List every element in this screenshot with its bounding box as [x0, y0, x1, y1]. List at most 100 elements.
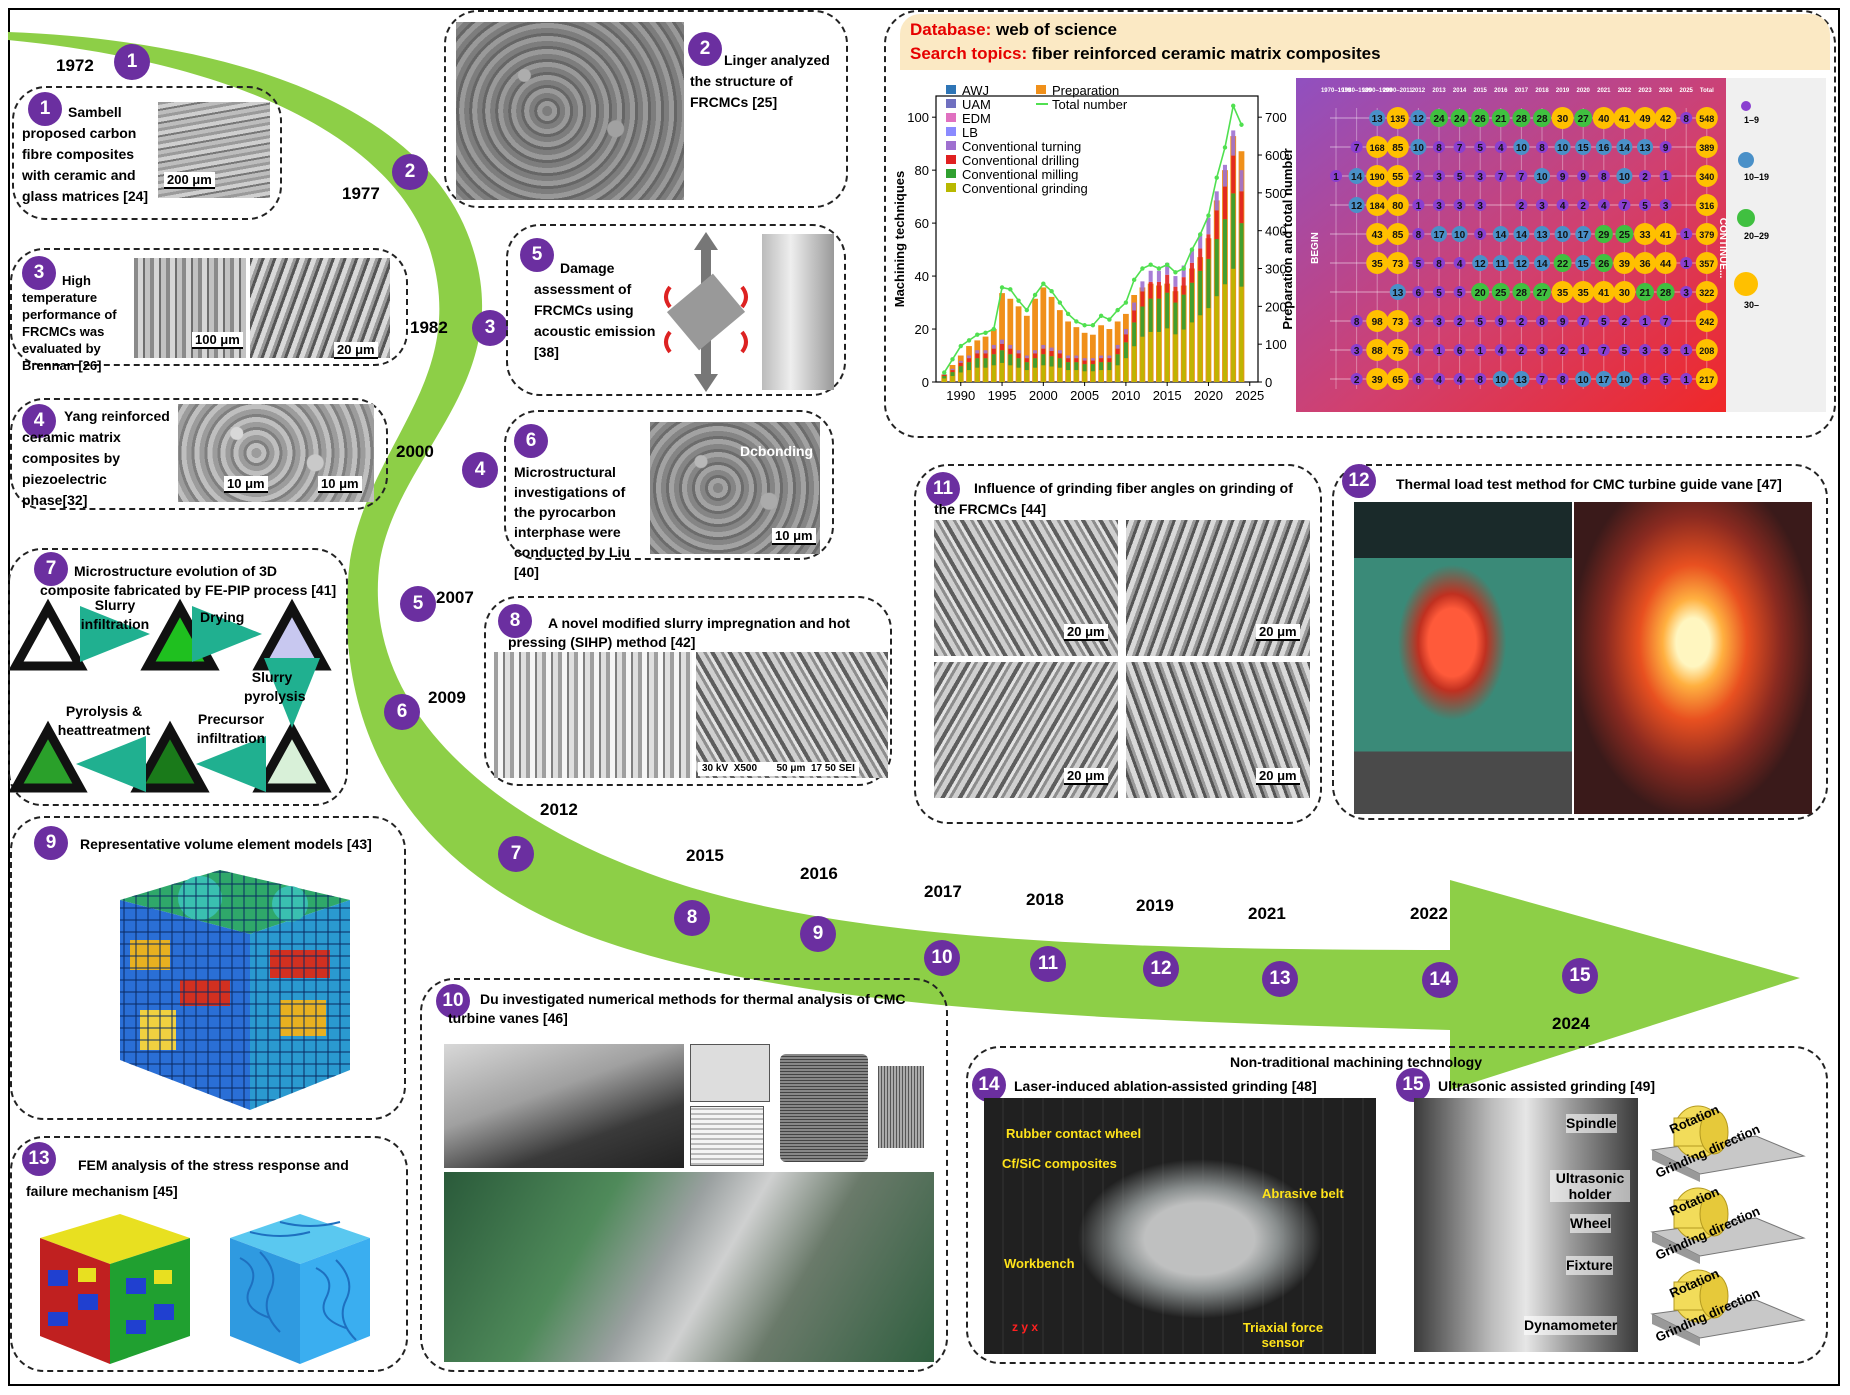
- matrix-cell-3-6: [1453, 199, 1466, 211]
- machining-bar-2010-0: [1123, 358, 1128, 382]
- machining-bar-2004-0: [1074, 370, 1079, 382]
- machining-bar-2022-2: [1222, 186, 1227, 220]
- machining-bar-2004-2: [1074, 358, 1079, 363]
- matrix-cell-2-14: [1616, 168, 1633, 184]
- timeline-year-11: 2018: [1026, 890, 1064, 909]
- panel-6-scalebar: 10 μm: [772, 528, 816, 545]
- matrix-value-7-4: 3: [1416, 317, 1422, 328]
- matrix-value-9-2: 39: [1372, 375, 1384, 386]
- matrix-cell-2-5: [1433, 170, 1445, 182]
- matrix-cell-9-7: [1474, 373, 1487, 385]
- y2-tick-label-1: 100: [1265, 337, 1287, 352]
- matrix-cell-5-2: [1366, 252, 1389, 274]
- preparation-bar-2003: [1065, 321, 1071, 382]
- timeline-band: [8, 32, 1800, 1090]
- matrix-cell-4-9: [1513, 226, 1530, 242]
- matrix-cell-5-3: [1386, 252, 1409, 274]
- matrix-cell-3-1: [1348, 197, 1365, 213]
- panel-10-test-photo: [444, 1172, 934, 1362]
- matrix-value-7-8: 9: [1498, 317, 1504, 328]
- matrix-value-9-4: 6: [1416, 375, 1422, 386]
- matrix-value-8-9: 2: [1519, 346, 1525, 357]
- nontraditional-title: Non-traditional machining technology: [1230, 1054, 1482, 1070]
- matrix-cell-9-11: [1556, 373, 1569, 385]
- preparation-bar-1999: [1032, 298, 1038, 382]
- matrix-value-5-9: 12: [1516, 259, 1528, 270]
- matrix-cell-2-0: [1330, 170, 1342, 182]
- matrix-value-6-11: 35: [1557, 288, 1569, 299]
- total-number-point-1999: [1032, 292, 1038, 298]
- matrix-value-0-8: 21: [1495, 114, 1507, 125]
- machining-bar-1990-3: [958, 360, 963, 363]
- legend-label-9: Total number: [1052, 97, 1128, 112]
- panel-10-mesh-detail: [690, 1106, 764, 1166]
- matrix-value-5-18: 357: [1699, 259, 1714, 269]
- matrix-value-5-11: 22: [1557, 259, 1569, 270]
- panel-8: [484, 596, 892, 786]
- matrix-value-9-17: 1: [1683, 375, 1689, 386]
- y2-tick-label-4: 400: [1265, 224, 1287, 239]
- machining-bar-2000-0: [1041, 365, 1046, 382]
- machining-bar-2011-1: [1132, 322, 1137, 347]
- matrix-cell-9-3: [1386, 368, 1409, 390]
- timeline-marker-9: 9: [800, 916, 836, 952]
- machining-bar-2000-2: [1041, 348, 1046, 355]
- matrix-value-2-10: 10: [1536, 172, 1548, 183]
- machining-bar-2022-0: [1222, 284, 1227, 382]
- machining-bar-1990-0: [958, 372, 963, 382]
- matrix-value-1-11: 10: [1557, 143, 1569, 154]
- matrix-legend-dot-1: [1738, 152, 1754, 168]
- matrix-legend-panel: [1726, 78, 1826, 412]
- matrix-cell-6-18: [1695, 281, 1718, 303]
- matrix-cell-1-5: [1433, 141, 1445, 153]
- matrix-cell-2-8: [1494, 170, 1507, 182]
- timeline-year-5: 2007: [436, 588, 474, 607]
- matrix-value-4-13: 29: [1598, 230, 1610, 241]
- matrix-value-8-5: 1: [1436, 346, 1442, 357]
- matrix-value-9-15: 8: [1642, 375, 1648, 386]
- total-number-point-2017: [1181, 266, 1186, 271]
- machining-bar-2006-0: [1090, 371, 1095, 382]
- matrix-col-header-1: 1980–1989: [1342, 88, 1373, 94]
- matrix-value-2-15: 2: [1642, 172, 1648, 183]
- matrix-value-0-18: 548: [1699, 114, 1714, 124]
- matrix-value-4-14: 25: [1619, 230, 1631, 241]
- panel-15-label-fixture: Fixture: [1566, 1256, 1613, 1275]
- matrix-value-0-14: 41: [1619, 114, 1631, 125]
- matrix-value-8-18: 208: [1699, 346, 1714, 356]
- matrix-value-9-10: 7: [1539, 375, 1545, 386]
- preparation-bar-2005: [1081, 332, 1088, 382]
- machining-bar-2021-0: [1214, 296, 1219, 382]
- matrix-legend-dot-0: [1741, 101, 1751, 111]
- matrix-value-8-4: 4: [1416, 346, 1422, 357]
- machining-bar-2008-1: [1107, 362, 1112, 371]
- machining-bar-1997-1: [1016, 358, 1021, 368]
- matrix-value-4-7: 9: [1477, 230, 1483, 241]
- matrix-cell-5-9: [1513, 255, 1530, 271]
- machining-bar-2001-1: [1049, 356, 1054, 367]
- machining-bar-2004-1: [1074, 362, 1079, 371]
- panel-1-text: Sambell proposed carbon fibre composites…: [22, 104, 149, 204]
- panel-2-image: [456, 22, 684, 200]
- machining-bar-2008-2: [1107, 358, 1112, 363]
- matrix-value-3-4: 1: [1416, 201, 1422, 212]
- matrix-cell-4-5: [1431, 226, 1447, 242]
- machining-bar-2020-0: [1206, 308, 1211, 382]
- matrix-value-1-18: 389: [1699, 143, 1714, 153]
- panel-6-label: Dcbonding: [740, 443, 814, 459]
- machining-bar-2016-1: [1173, 302, 1178, 335]
- timeline-marker-11: 11: [1030, 946, 1066, 982]
- panel-10-title: Du investigated numerical methods for th…: [448, 991, 906, 1026]
- timeline-year-1: 1972: [56, 56, 94, 75]
- matrix-cell-0-16: [1654, 107, 1677, 129]
- machining-bar-2024-3: [1239, 170, 1244, 192]
- x-tick-label-3: 2005: [1070, 388, 1099, 403]
- panel-10: [420, 978, 948, 1372]
- matrix-cell-2-9: [1515, 170, 1528, 182]
- machining-bar-1995-1: [1000, 350, 1005, 363]
- machining-bar-2016-0: [1173, 334, 1178, 382]
- panel-2-text: Linger analyzed the structure of FRCMCs …: [690, 52, 830, 110]
- machining-bar-1999-0: [1033, 367, 1038, 382]
- panel-7-step-4: Precursor infiltration: [196, 711, 266, 746]
- matrix-value-7-6: 2: [1457, 317, 1463, 328]
